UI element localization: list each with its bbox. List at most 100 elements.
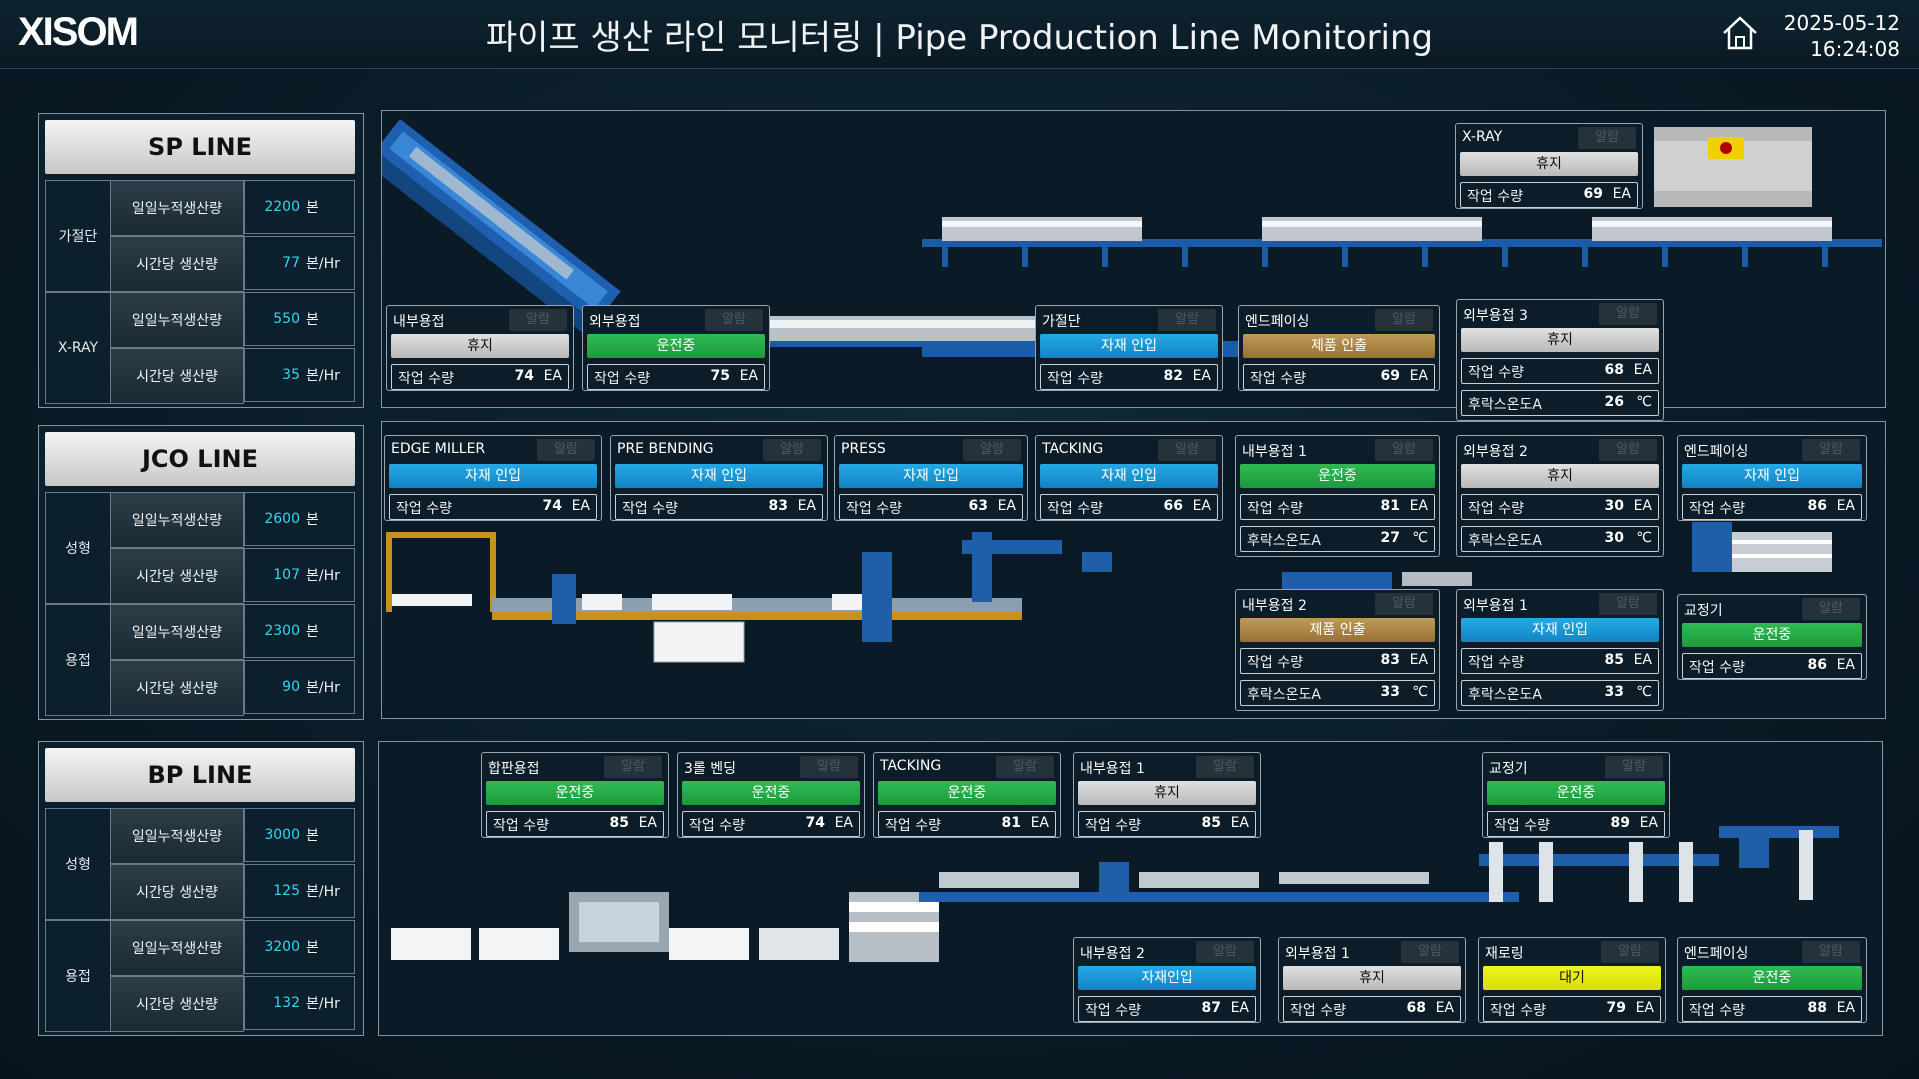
qty-unit: EA: [543, 368, 562, 384]
value-unit: 본/Hr: [306, 680, 340, 696]
alarm-indicator[interactable]: 알람: [800, 756, 858, 778]
alarm-indicator[interactable]: 알람: [1196, 756, 1254, 778]
status-badge: 휴지: [1461, 464, 1659, 488]
alarm-indicator[interactable]: 알람: [509, 309, 567, 331]
value-unit: 본: [306, 624, 319, 640]
station-name: 외부용접 2: [1463, 444, 1528, 460]
alarm-indicator[interactable]: 알람: [1802, 598, 1860, 620]
qty-label: 작업 수량: [1468, 501, 1524, 517]
temp-unit: ℃: [1412, 530, 1428, 546]
temp-unit: ℃: [1636, 684, 1652, 700]
qty-label: 작업 수량: [1468, 365, 1524, 381]
alarm-indicator[interactable]: 알람: [963, 439, 1021, 461]
value-unit: 본/Hr: [306, 368, 340, 384]
status-badge: 대기: [1483, 966, 1661, 990]
temp-value: 33: [1604, 684, 1624, 700]
temp-label: 후락스온도A: [1468, 397, 1542, 413]
qty-value: 75: [710, 368, 730, 384]
alarm-indicator[interactable]: 알람: [1599, 593, 1657, 615]
qty-label: 작업 수량: [594, 371, 650, 387]
value-unit: 본/Hr: [306, 996, 340, 1012]
row-label: 일일누적생산량: [110, 492, 244, 548]
temp-unit: ℃: [1636, 394, 1652, 410]
qty-value: 86: [1807, 498, 1827, 514]
alarm-indicator[interactable]: 알람: [537, 439, 595, 461]
alarm-indicator[interactable]: 알람: [1802, 941, 1860, 963]
alarm-indicator[interactable]: 알람: [1802, 439, 1860, 461]
alarm-indicator[interactable]: 알람: [1196, 941, 1254, 963]
alarm-indicator[interactable]: 알람: [604, 756, 662, 778]
alarm-indicator[interactable]: 알람: [1375, 439, 1433, 461]
alarm-indicator[interactable]: 알람: [705, 309, 763, 331]
temp-label: 후락스온도A: [1247, 687, 1321, 703]
alarm-indicator[interactable]: 알람: [1158, 309, 1216, 331]
qty-label: 작업 수량: [1247, 501, 1303, 517]
qty-unit: EA: [1633, 498, 1652, 514]
alarm-indicator[interactable]: 알람: [996, 756, 1054, 778]
alarm-indicator[interactable]: 알람: [1601, 941, 1659, 963]
status-badge: 자재 인입: [1040, 334, 1218, 358]
row-label: 일일누적생산량: [110, 808, 244, 864]
alarm-indicator[interactable]: 알람: [1605, 756, 1663, 778]
status-badge: 운전중: [1682, 966, 1862, 990]
alarm-indicator[interactable]: 알람: [1375, 593, 1433, 615]
value-unit: 본: [306, 512, 319, 528]
alarm-indicator[interactable]: 알람: [1375, 309, 1433, 331]
home-icon[interactable]: [1720, 14, 1760, 52]
qty-value: 85: [1201, 815, 1221, 831]
status-badge: 휴지: [1460, 152, 1638, 176]
temp-label: 후락스온도A: [1468, 533, 1542, 549]
alarm-indicator[interactable]: 알람: [1158, 439, 1216, 461]
qty-label: 작업 수량: [1290, 1003, 1346, 1019]
alarm-indicator[interactable]: 알람: [1599, 439, 1657, 461]
station-name: PRESS: [841, 441, 886, 457]
alarm-indicator[interactable]: 알람: [763, 439, 821, 461]
alarm-indicator[interactable]: 알람: [1578, 127, 1636, 149]
qty-value: 74: [805, 815, 825, 831]
status-badge: 제품 인출: [1243, 334, 1435, 358]
qty-label: 작업 수량: [1085, 818, 1141, 834]
alarm-indicator[interactable]: 알람: [1599, 303, 1657, 325]
status-badge: 자재 인입: [1461, 618, 1659, 642]
alarm-indicator[interactable]: 알람: [1401, 941, 1459, 963]
row-label: 시간당 생산량: [110, 348, 244, 404]
group-name: 용접: [45, 604, 111, 716]
jco-line-title: JCO LINE: [45, 432, 355, 486]
